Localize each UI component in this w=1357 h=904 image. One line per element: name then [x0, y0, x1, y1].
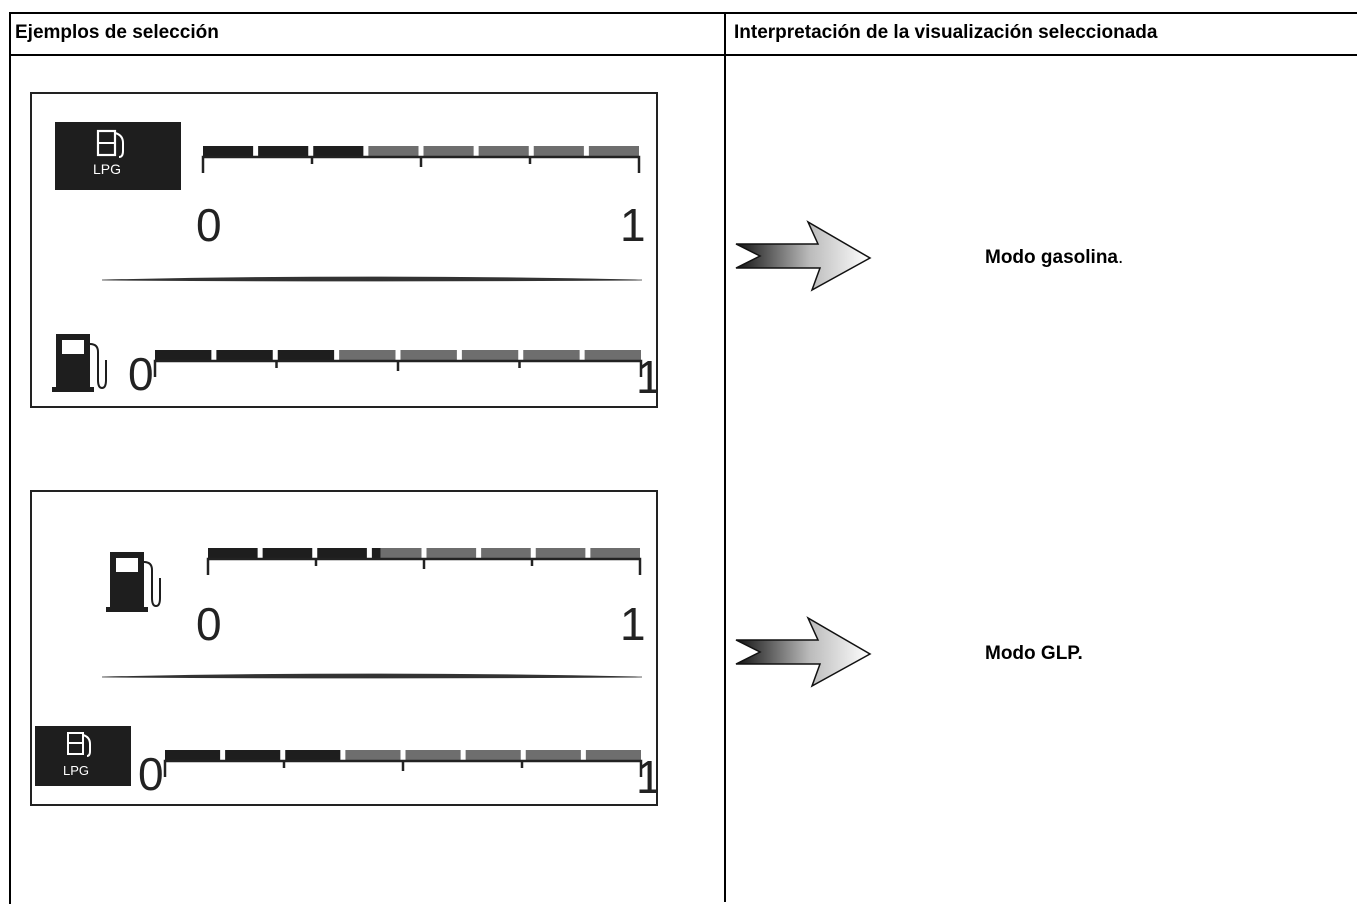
gauge-segment-filled	[208, 548, 258, 558]
gauge-max-label: 1	[620, 199, 646, 251]
panel-separator	[101, 673, 643, 679]
gauge-segment-empty	[588, 146, 639, 156]
gauge-segment-filled	[317, 548, 367, 558]
gauge-scale	[201, 155, 641, 173]
gauge-segment-empty	[345, 750, 401, 760]
gauge-min-label: 0	[196, 199, 222, 251]
gauge-segment-empty	[535, 548, 586, 558]
lpg-icon-label: LPG	[93, 161, 121, 177]
gauge-segment-filled	[277, 350, 335, 360]
arrow-icon	[735, 616, 872, 688]
gauge-segment-empty	[461, 350, 519, 360]
fuel-gauge-petrol-bottom	[153, 350, 643, 377]
fuel-pump-icon	[106, 552, 161, 612]
fuel-gauge-lpg-top	[201, 146, 641, 173]
gauge-segment-empty	[339, 350, 396, 360]
gauge-segment-filled	[225, 750, 281, 760]
gauge-segment-empty	[368, 146, 419, 156]
mode-lpg-text: Modo GLP.	[985, 643, 1083, 665]
mode-petrol-suffix: .	[1118, 247, 1124, 268]
gauge-segment-empty	[465, 750, 521, 760]
gauge-scale	[163, 759, 643, 777]
gauge-segment-empty	[533, 146, 584, 156]
gauge-segment-empty	[423, 146, 474, 156]
gauge-segment-empty	[380, 548, 422, 558]
lpg-pump-icon: LPG	[35, 726, 131, 786]
fuel-gauge-lpg-bottom	[163, 750, 643, 777]
fuel-gauge-petrol-top	[206, 548, 642, 575]
table-frame	[9, 12, 1357, 904]
mode-petrol-text: Modo gasolina.	[985, 247, 1123, 269]
panel-separator	[101, 276, 643, 282]
gauge-segment-empty	[426, 548, 477, 558]
gauge-max-label: 1	[620, 598, 646, 650]
gauge-min-label: 0	[128, 348, 154, 400]
header-interpretation: Interpretación de la visualización selec…	[734, 22, 1158, 43]
gauge-max-label: 1	[636, 751, 656, 803]
gauge-min-label: 0	[196, 598, 222, 650]
column-divider	[724, 12, 726, 902]
gauge-segment-filled	[155, 350, 212, 360]
mode-petrol-label: Modo gasolina	[985, 247, 1118, 268]
gauge-segment-filled	[165, 750, 221, 760]
gauge-segment-empty	[590, 548, 640, 558]
gauge-segment-empty	[400, 350, 457, 360]
arrow-icon	[735, 220, 872, 292]
gauge-scale	[153, 359, 643, 377]
display-panel-petrol: LPG 0 1 0 1	[30, 92, 658, 408]
gauge-segment-filled	[203, 146, 254, 156]
table-header-row	[9, 12, 1357, 56]
gauge-segment-empty	[585, 750, 641, 760]
gauge-segment-empty	[525, 750, 581, 760]
gauge-max-label: 1	[636, 351, 656, 403]
gauge-segment-filled	[285, 750, 341, 760]
gauge-segment-empty	[481, 548, 531, 558]
lpg-pump-icon: LPG	[55, 122, 181, 190]
lpg-icon-label: LPG	[63, 763, 89, 778]
mode-lpg-label: Modo GLP.	[985, 643, 1083, 664]
gauge-segment-empty	[523, 350, 580, 360]
gauge-scale	[206, 557, 642, 575]
gauge-segment-empty	[584, 350, 641, 360]
gauge-segment-empty	[405, 750, 461, 760]
gauge-segment-filled	[216, 350, 273, 360]
header-selection-examples: Ejemplos de selección	[15, 22, 219, 43]
gauge-segment-filled	[262, 548, 313, 558]
gauge-segment-filled	[313, 146, 364, 156]
fuel-pump-icon	[52, 334, 107, 392]
gauge-segment-empty	[478, 146, 529, 156]
gauge-segment-filled	[258, 146, 309, 156]
gauge-segment-filled	[371, 548, 381, 558]
gauge-min-label: 0	[138, 748, 164, 800]
display-panel-lpg: 0 1 LPG 0 1	[30, 490, 658, 806]
